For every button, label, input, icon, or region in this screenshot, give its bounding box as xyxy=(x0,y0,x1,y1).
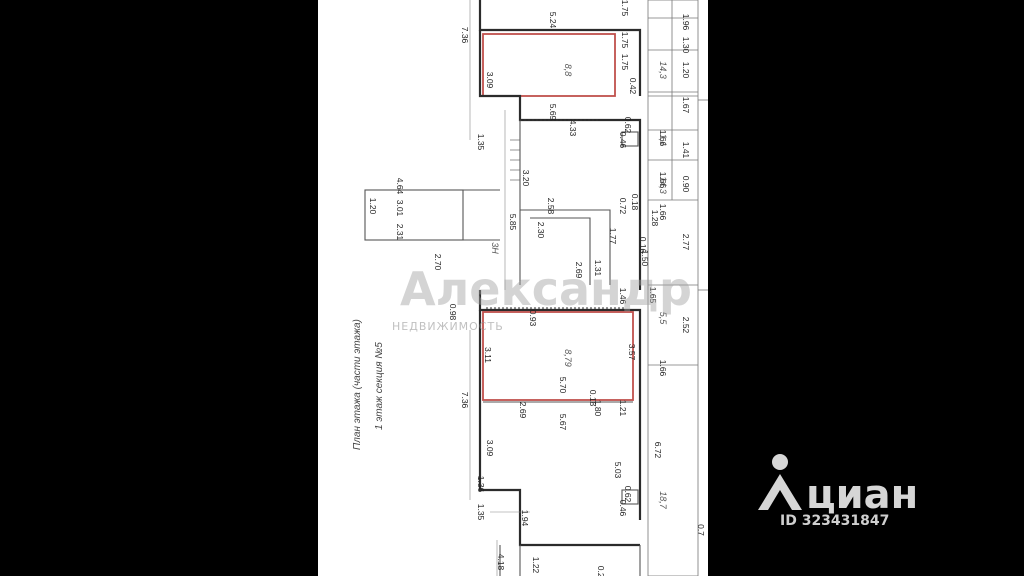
dimension-label: 0.93 xyxy=(528,310,538,327)
room-area-labels: 3H 8,8 8,79 18,7 14,3 14,3 1,1 5,5 xyxy=(490,61,668,510)
dimension-label: 3.01 xyxy=(395,200,405,217)
dimension-label: 0.42 xyxy=(628,78,638,95)
dimension-label: 1.22 xyxy=(531,557,541,574)
dimension-label: 0.20 xyxy=(596,566,606,576)
dimension-label: 2.52 xyxy=(681,317,691,334)
dimension-label: 2.77 xyxy=(681,234,691,251)
fixture-box xyxy=(621,489,639,505)
room-upper-accent xyxy=(482,33,616,97)
room-area-label: 14,3 xyxy=(658,61,668,79)
dimension-label: 4.18 xyxy=(496,554,506,571)
dimension-label: 1.36 xyxy=(476,476,486,493)
dimension-label: 1.20 xyxy=(681,62,691,79)
room-lower-accent xyxy=(482,311,634,401)
dimension-label: 1.66 xyxy=(658,360,668,377)
dimension-label: 3.09 xyxy=(485,72,495,89)
room-area-label: 8,8 xyxy=(563,64,573,77)
dimension-label: 0.62 xyxy=(623,117,633,134)
room-area-label: 3H xyxy=(490,242,500,254)
dimension-label: 3.20 xyxy=(521,170,531,187)
dimension-label: 1.66 xyxy=(658,130,668,147)
dimension-label: 1.66 xyxy=(658,172,668,189)
dimension-label: 0.72 xyxy=(618,198,628,215)
apartment-walls xyxy=(364,0,642,576)
dimension-label: 0.46 xyxy=(618,500,628,517)
cian-listing-id: ID 323431847 xyxy=(780,513,889,529)
watermark-brand: Александр xyxy=(400,262,692,316)
dimension-label: 1.66 xyxy=(658,204,668,221)
dimension-label: 1.28 xyxy=(650,210,660,227)
dimension-label: 1.20 xyxy=(368,198,378,215)
dimension-label: 0.7 xyxy=(696,524,706,536)
dimension-label: 0.98 xyxy=(448,304,458,321)
room-area-label: 8,79 xyxy=(563,349,573,367)
dimension-label: 0.46 xyxy=(618,132,628,149)
dimension-label: 1.30 xyxy=(681,37,691,54)
dimension-label: 1.50 xyxy=(640,250,650,267)
cian-person-icon xyxy=(758,454,802,510)
dimension-label: 3.57 xyxy=(627,344,637,361)
dimension-label: 5.70 xyxy=(558,377,568,394)
dimension-label: 0.62 xyxy=(623,486,633,503)
dimension-label: 0.16 xyxy=(638,237,648,254)
room-area-label: 5,5 xyxy=(658,312,668,326)
dimension-label: 7.36 xyxy=(460,27,470,44)
dimension-label: 0.90 xyxy=(681,176,691,193)
dimension-label: 5.67 xyxy=(558,414,568,431)
plan-caption-line2: 1 этаж секция №5 xyxy=(374,342,385,430)
dimension-label: 1.41 xyxy=(681,142,691,159)
dimension-label: 1.80 xyxy=(593,400,603,417)
fixture-box xyxy=(621,131,639,147)
dimension-label: 3.09 xyxy=(485,440,495,457)
dimension-label: 5.85 xyxy=(508,214,518,231)
dimension-label: 1.96 xyxy=(681,14,691,31)
dimension-label: 5.69 xyxy=(548,104,558,121)
dimension-label: 3.11 xyxy=(483,347,493,363)
dimension-label: 4.33 xyxy=(568,120,578,137)
dimension-label: 1.46 xyxy=(618,288,628,305)
dimension-label: 1.67 xyxy=(681,97,691,114)
dimension-label: 1.75 xyxy=(620,0,630,17)
dimension-label: 0.18 xyxy=(630,194,640,211)
dimension-label: 0.18 xyxy=(588,390,598,407)
dimension-label: 2.70 xyxy=(433,254,443,271)
loggia-outline xyxy=(364,189,464,241)
dimension-label: 5.24 xyxy=(548,12,558,29)
dimension-label: 2.31 xyxy=(395,224,405,241)
room-area-label: 1,1 xyxy=(658,134,668,147)
dimension-label: 7.36 xyxy=(460,392,470,409)
dimension-label: 5.03 xyxy=(613,462,623,479)
dimension-label: 1.65 xyxy=(648,287,658,304)
plan-caption-line1: План этажа (части этажа) xyxy=(352,319,363,450)
room-area-label: 14,3 xyxy=(658,176,668,194)
plan-caption: План этажа (части этажа) 1 этаж секция №… xyxy=(352,319,385,450)
room-area-label: 18,7 xyxy=(658,491,668,510)
dimension-label: 2.30 xyxy=(536,222,546,239)
cian-wordmark: циан xyxy=(806,472,918,518)
watermark-tagline: НЕДВИЖИМОСТЬ xyxy=(392,320,504,333)
dimension-lines xyxy=(469,0,530,576)
dimension-label: 1.94 xyxy=(520,510,530,527)
dimension-label: 1.21 xyxy=(618,400,628,417)
dimension-label: 1.75 xyxy=(620,54,630,71)
dimension-label: 1.31 xyxy=(593,260,603,277)
dimension-label: 1.35 xyxy=(476,134,486,151)
stairs-icon xyxy=(510,139,520,181)
dimension-label: 2.69 xyxy=(574,262,584,279)
dimension-label: 2.58 xyxy=(546,198,556,215)
dimension-label: 2.69 xyxy=(518,402,528,419)
cian-logo: циан ID 323431847 xyxy=(758,454,918,529)
dimension-label: 1.35 xyxy=(476,504,486,521)
dimension-label: 4.64 xyxy=(395,178,405,195)
agency-watermark: Александр НЕДВИЖИМОСТЬ xyxy=(392,262,692,333)
dimension-label: 1.77 xyxy=(608,228,618,245)
dimension-label: 1.75 xyxy=(620,32,630,49)
dimension-label: 6.72 xyxy=(653,442,663,459)
